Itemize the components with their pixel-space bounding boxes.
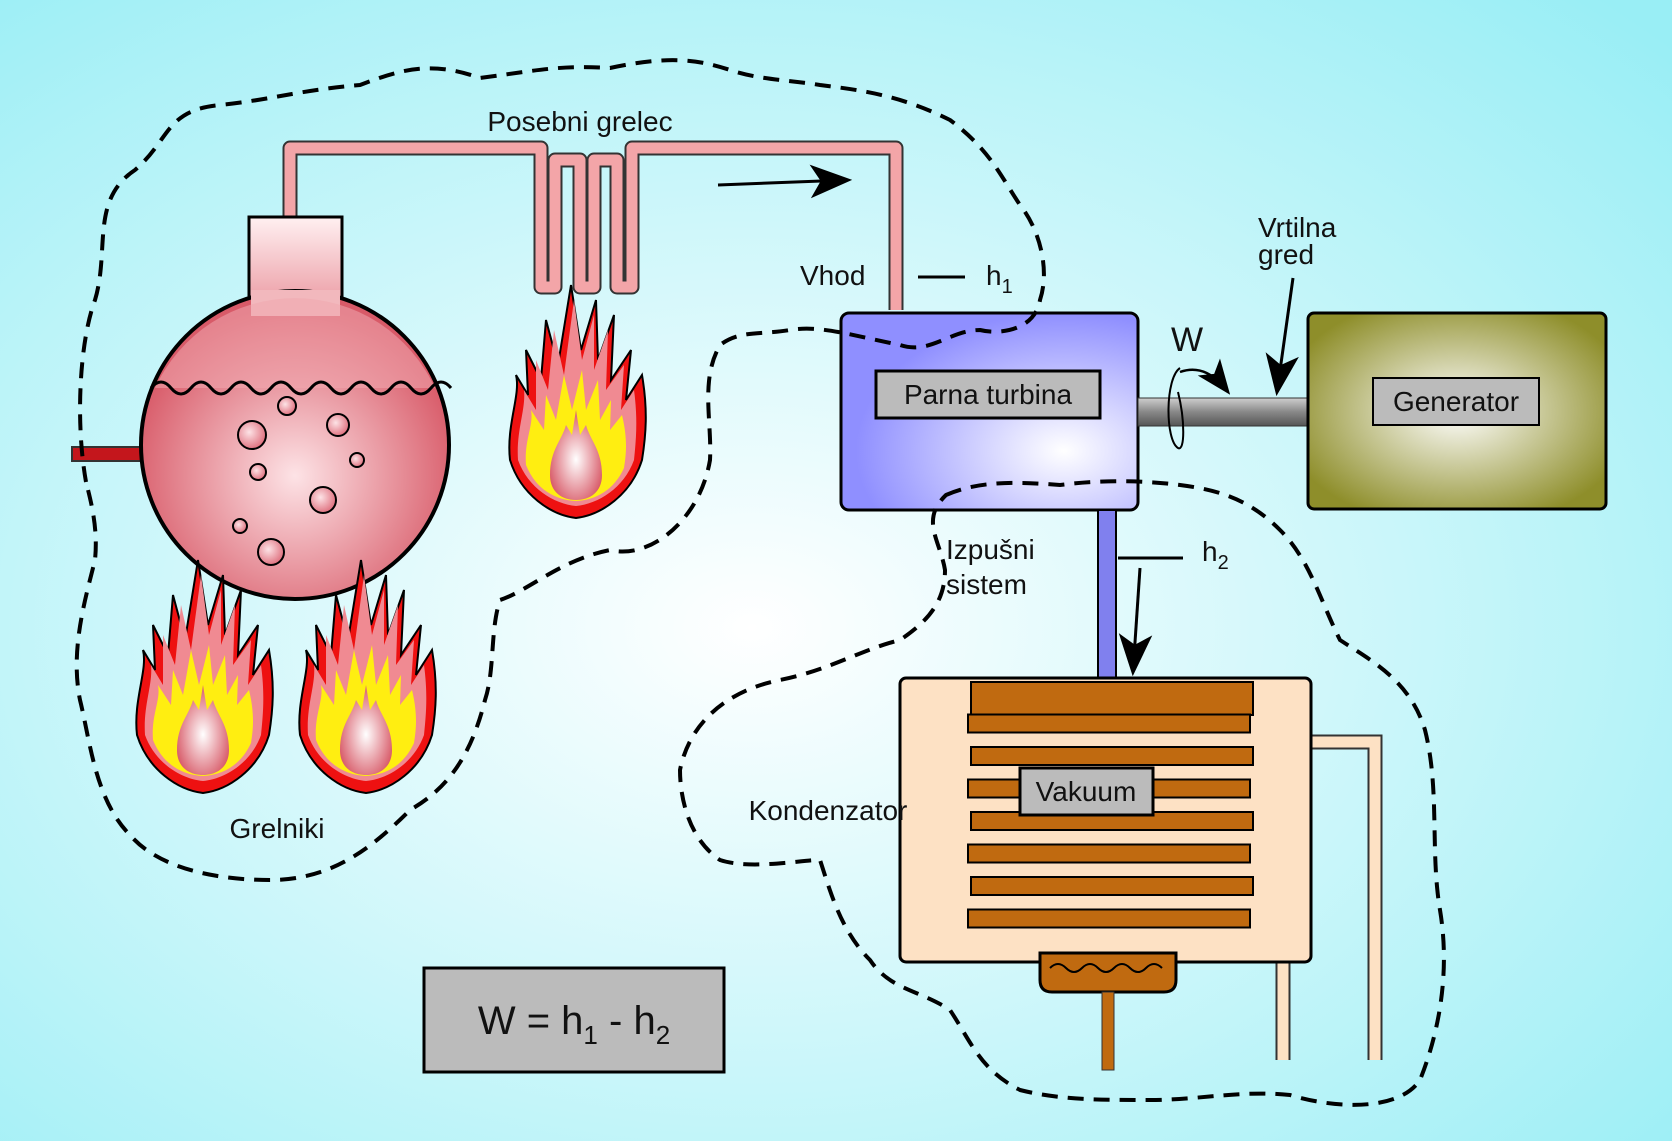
exhaust-label-line1: Izpušni [946, 534, 1035, 565]
coil-plate [967, 908, 1251, 929]
boiler [71, 140, 904, 601]
coil-plate [967, 843, 1251, 864]
condenser: Vakuum [898, 676, 1383, 1071]
coil-plate [967, 713, 1251, 734]
rotating-shaft [1137, 397, 1309, 427]
coil-plate [970, 681, 1254, 716]
exhaust-pipe [1097, 509, 1117, 681]
formula-box [422, 966, 726, 1074]
shaft-label-line2: gred [1258, 239, 1314, 270]
condensate-surface [1049, 963, 1163, 973]
water-surface [149, 380, 453, 396]
h2-label: h2 [1202, 536, 1229, 574]
boiler-system-boundary [74, 58, 1046, 883]
work-label: W [1171, 321, 1203, 359]
shaft-label-line1: Vrtilna [1258, 212, 1337, 243]
steam-pipe-inner [284, 142, 902, 310]
shaft-pointer-arrow [1265, 277, 1299, 397]
bubbles [232, 396, 365, 566]
coil-plate [970, 746, 1254, 766]
turbine-label: Parna turbina [904, 379, 1073, 410]
generator-label: Generator [1393, 386, 1519, 417]
condenser-system-boundary [677, 479, 1446, 1107]
boiler-steam-space [155, 298, 435, 388]
exhaust-flow-arrow [1118, 567, 1153, 677]
cooling-pipe-out [1306, 736, 1381, 1060]
rotation-arrow-back [1167, 367, 1185, 450]
generator-label-box [1372, 377, 1540, 426]
steam-flow-arrow [717, 164, 853, 199]
formula: W = h1 - h2 [478, 999, 670, 1050]
exhaust-label-line2: sistem [946, 569, 1027, 600]
coil-plate [970, 876, 1254, 896]
heaters-label: Grelniki [230, 813, 325, 844]
h1-label: h1 [986, 260, 1013, 298]
superheater-label: Posebni grelec [487, 106, 672, 137]
inlet-label: Vhod [800, 260, 865, 291]
vacuum-label: Vakuum [1036, 776, 1137, 807]
condensate-outlet-pipe [1101, 991, 1115, 1071]
rotation-arrow-icon [1179, 358, 1231, 395]
condenser-label: Kondenzator [749, 795, 908, 826]
vacuum-label-box [1018, 766, 1155, 817]
turbine-label-box [874, 369, 1102, 420]
